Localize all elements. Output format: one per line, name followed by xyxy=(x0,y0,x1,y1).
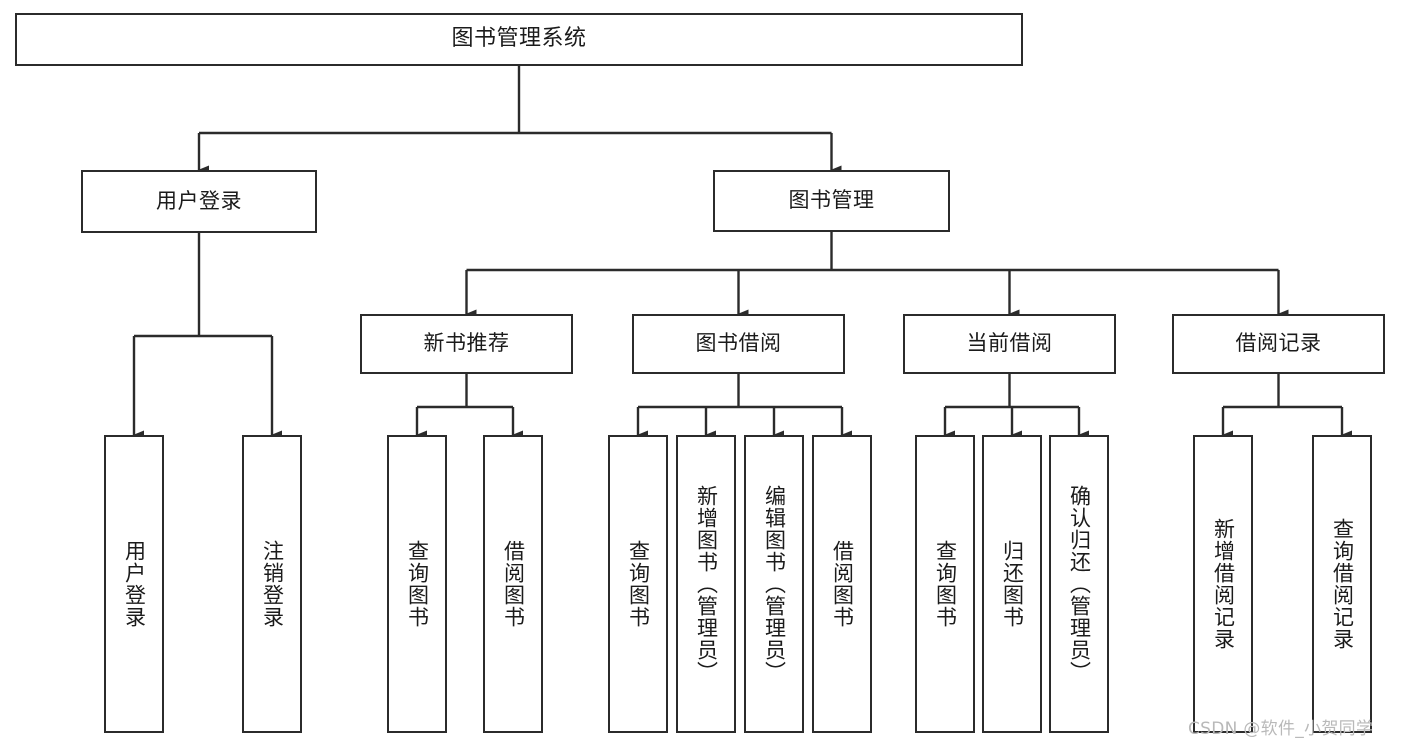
node-label: 注销登录 xyxy=(260,540,285,628)
node-label: 借阅记录 xyxy=(1235,331,1322,356)
node-leaf-user-logout[interactable]: 注销登录 xyxy=(242,435,302,733)
node-leaf-rec-add[interactable]: 新增借阅记录 xyxy=(1193,435,1253,733)
node-label: 借阅图书 xyxy=(501,540,526,628)
node-label: 图书管理系统 xyxy=(451,26,587,52)
node-root[interactable]: 图书管理系统 xyxy=(15,13,1023,66)
node-label: 新书推荐 xyxy=(423,331,510,356)
node-label: 查询图书 xyxy=(405,540,430,628)
edge-group xyxy=(132,66,1352,440)
node-label: 确认归还（管理员） xyxy=(1067,485,1092,683)
node-book-borrow[interactable]: 图书借阅 xyxy=(632,314,845,374)
node-leaf-user-login[interactable]: 用户登录 xyxy=(104,435,164,733)
node-label: 新增借阅记录 xyxy=(1211,518,1236,650)
node-label: 归还图书 xyxy=(1000,540,1025,628)
node-leaf-rec-query2[interactable]: 查询借阅记录 xyxy=(1312,435,1372,733)
node-leaf-cur-confirm[interactable]: 确认归还（管理员） xyxy=(1049,435,1109,733)
node-current-borrow[interactable]: 当前借阅 xyxy=(903,314,1116,374)
node-label: 查询借阅记录 xyxy=(1330,518,1355,650)
node-label: 新增图书（管理员） xyxy=(694,485,719,683)
node-borrow-record[interactable]: 借阅记录 xyxy=(1172,314,1385,374)
node-label: 借阅图书 xyxy=(830,540,855,628)
node-label: 查询图书 xyxy=(626,540,651,628)
node-leaf-cur-query[interactable]: 查询图书 xyxy=(915,435,975,733)
node-leaf-rec-borrow[interactable]: 借阅图书 xyxy=(483,435,543,733)
node-leaf-borrow-lend[interactable]: 借阅图书 xyxy=(812,435,872,733)
node-new-book-rec[interactable]: 新书推荐 xyxy=(360,314,573,374)
node-leaf-borrow-edit[interactable]: 编辑图书（管理员） xyxy=(744,435,804,733)
node-book-manage[interactable]: 图书管理 xyxy=(713,170,950,232)
node-leaf-rec-query[interactable]: 查询图书 xyxy=(387,435,447,733)
node-label: 用户登录 xyxy=(156,188,242,213)
node-label: 当前借阅 xyxy=(966,331,1053,356)
node-label: 用户登录 xyxy=(122,540,147,628)
node-label: 编辑图书（管理员） xyxy=(762,485,787,683)
node-label: 图书管理 xyxy=(788,188,875,213)
node-label: 图书借阅 xyxy=(695,331,782,356)
node-leaf-borrow-add[interactable]: 新增图书（管理员） xyxy=(676,435,736,733)
node-leaf-borrow-query[interactable]: 查询图书 xyxy=(608,435,668,733)
node-user-login[interactable]: 用户登录 xyxy=(81,170,317,233)
node-leaf-cur-return[interactable]: 归还图书 xyxy=(982,435,1042,733)
node-label: 查询图书 xyxy=(933,540,958,628)
